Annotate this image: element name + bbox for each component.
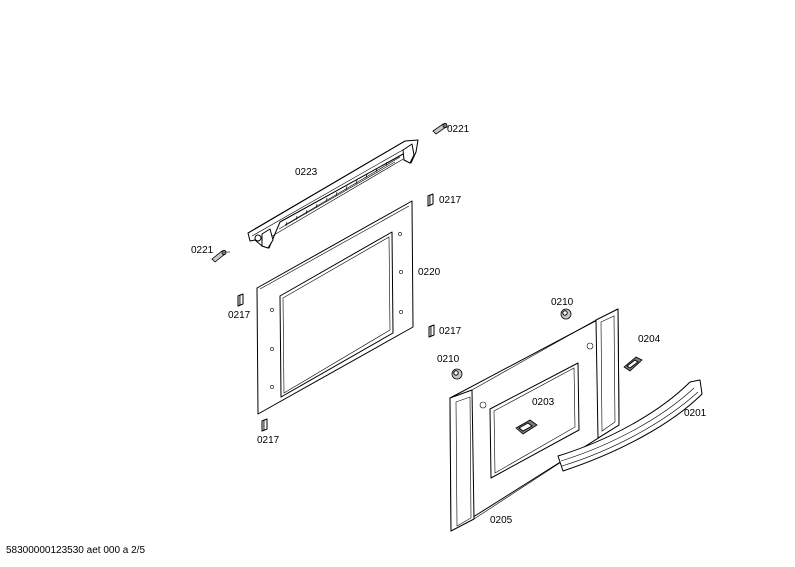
part-0217-clip-mid xyxy=(428,324,435,338)
label-0203: 0203 xyxy=(532,397,555,408)
label-0223: 0223 xyxy=(295,167,318,178)
part-0217-clip-bottom xyxy=(261,418,268,432)
label-0210-top: 0210 xyxy=(551,297,574,308)
part-0217-clip-top xyxy=(427,193,434,207)
part-0201-handle xyxy=(557,379,703,472)
part-0204-bracket xyxy=(623,356,643,372)
label-0217-mid: 0217 xyxy=(439,326,462,337)
label-0221-top: 0221 xyxy=(447,124,470,135)
footer-document-id: 58300000123530 aet 000 a 2/5 xyxy=(6,545,145,556)
label-0217-left: 0217 xyxy=(228,310,251,321)
label-0217-bottom: 0217 xyxy=(257,435,280,446)
label-0204: 0204 xyxy=(638,334,661,345)
label-0217-top: 0217 xyxy=(439,195,462,206)
part-0205-outer-door xyxy=(449,308,620,532)
part-0220-inner-glass xyxy=(256,200,414,415)
label-0201: 0201 xyxy=(684,408,707,419)
part-0203-latch xyxy=(515,419,538,435)
label-0210-left: 0210 xyxy=(437,354,460,365)
part-0210-bumper-left xyxy=(451,368,463,380)
leader-lines xyxy=(226,126,449,253)
label-0220: 0220 xyxy=(418,267,441,278)
part-0221-pin-top xyxy=(432,122,448,135)
part-0221-pin-left xyxy=(211,249,227,263)
label-0221-left: 0221 xyxy=(191,245,214,256)
part-0210-bumper-top xyxy=(560,308,572,320)
part-0217-clip-left xyxy=(237,293,244,307)
part-0223-rail xyxy=(247,139,419,249)
label-0205: 0205 xyxy=(490,515,513,526)
